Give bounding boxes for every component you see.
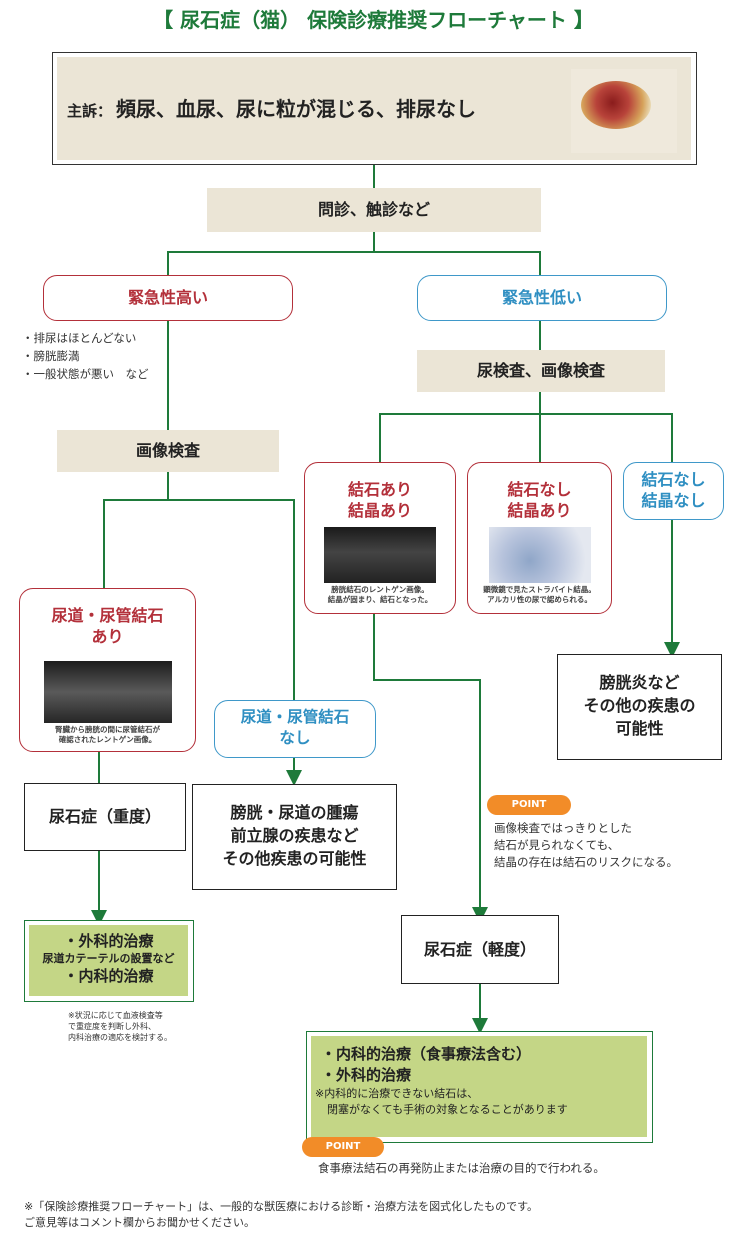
- note-line: ・膀胱膨満: [22, 349, 80, 363]
- page-title: 【 尿石症（猫） 保険診療推奨フローチャート 】: [153, 8, 594, 32]
- connector: [373, 614, 488, 923]
- complaint-text: 頻尿、血尿、尿に粒が混じる、排尿なし: [116, 97, 477, 121]
- mild-treatment-box: ・内科的治療（食事療法含む） ・外科的治療 ※内科的に治療できない結石は、 閉塞…: [306, 1031, 653, 1143]
- connector: [167, 251, 541, 275]
- box-line: 結晶なし: [641, 491, 706, 510]
- box-line: 膀胱・尿道の腫瘍: [230, 803, 359, 822]
- interview-box: 問診、触診など: [207, 188, 541, 232]
- caption-line: 膀胱結石のレントゲン画像。: [331, 585, 429, 594]
- cystitis-box: 膀胱炎など その他の疾患の 可能性: [557, 654, 722, 760]
- severe-note: ※状況に応じて血液検査等 で重症度を判断し外科、 内科治療の適応を検討する。: [68, 1010, 172, 1043]
- footer-line: ※「保険診療推奨フローチャート」は、一般的な獣医療における診断・治療方法を図式化…: [24, 1200, 539, 1213]
- box-line: 前立腺の疾患など: [230, 826, 359, 845]
- box-line: 尿道・尿管結石: [240, 708, 350, 726]
- note-line: ※状況に応じて血液検査等: [68, 1011, 163, 1020]
- point-badge: POINT: [487, 795, 571, 815]
- note-line: 結石が見られなくても、: [494, 838, 620, 852]
- box-line: 結石あり: [347, 480, 412, 499]
- tumor-box: 膀胱・尿道の腫瘍 前立腺の疾患など その他疾患の可能性: [192, 784, 397, 890]
- treatment-line: ・内科的治療: [63, 967, 154, 985]
- nostone-nocrystal-box: 結石なし 結晶なし: [623, 462, 724, 520]
- microscope-image: [488, 527, 591, 583]
- caption-line: アルカリ性の尿で認められる。: [487, 595, 592, 604]
- mild-box: 尿石症（軽度）: [401, 915, 559, 984]
- point1-text: 画像検査ではっきりとした 結石が見られなくても、 結晶の存在は結石のリスクになる…: [494, 820, 678, 871]
- box-line: 結石なし: [641, 470, 706, 489]
- severe-box: 尿石症（重度）: [24, 783, 186, 851]
- urgent-high-notes: ・排尿はほとんどない ・膀胱膨満 ・一般状態が悪い など: [22, 329, 149, 383]
- treatment-line: 尿道カテーテルの設置など: [42, 952, 175, 965]
- caption-line: 腎臓から膀胱の間に尿管結石が: [55, 725, 160, 734]
- urine-imaging-box: 尿検査、画像検査: [417, 350, 665, 392]
- point-badge: POINT: [302, 1137, 384, 1157]
- box-line: 膀胱炎など: [599, 673, 680, 692]
- urgent-high-box: 緊急性高い: [43, 275, 293, 321]
- box-line: なし: [279, 729, 311, 747]
- image-caption: 膀胱結石のレントゲン画像。 結晶が固まり、結石となった。: [305, 585, 455, 605]
- urine-stain-photo: [571, 69, 677, 153]
- point2-text: 食事療法結石の再発防止または治療の目的で行われる。: [318, 1161, 605, 1175]
- note-line: 内科治療の適応を検討する。: [68, 1033, 172, 1042]
- box-line: その他疾患の可能性: [222, 849, 367, 868]
- xray-image: [324, 527, 436, 583]
- xray-image: [43, 661, 172, 723]
- urethral-stone-box: 尿道・尿管結石 あり 腎臓から膀胱の間に尿管結石が 確認されたレントゲン画像。: [19, 588, 196, 752]
- box-line: その他の疾患の: [583, 696, 696, 715]
- caption-line: 確認されたレントゲン画像。: [58, 735, 157, 744]
- note-line: ・排尿はほとんどない: [22, 331, 137, 345]
- footer-note: ※「保険診療推奨フローチャート」は、一般的な獣医療における診断・治療方法を図式化…: [24, 1199, 538, 1231]
- imaging-box: 画像検査: [57, 430, 279, 472]
- caption-line: 顕微鏡で見たストラバイト結晶。: [483, 585, 596, 594]
- severe-treatment-inner: ・外科的治療 尿道カテーテルの設置など ・内科的治療: [29, 925, 188, 996]
- complaint-text-row: 主訴：頻尿、血尿、尿に粒が混じる、排尿なし: [67, 93, 476, 122]
- note-line: 画像検査ではっきりとした: [494, 821, 632, 835]
- note-line: で重症度を判断し外科、: [68, 1022, 156, 1031]
- stain-mark: [581, 81, 651, 129]
- mild-treatment-inner: ・内科的治療（食事療法含む） ・外科的治療 ※内科的に治療できない結石は、 閉塞…: [311, 1036, 647, 1137]
- connector: [103, 499, 302, 786]
- treatment-note: 閉塞がなくても手術の対象となることがあります: [327, 1103, 568, 1116]
- treatment-line: ・外科的治療: [321, 1066, 412, 1084]
- stone-crystal-box: 結石あり 結晶あり 膀胱結石のレントゲン画像。 結晶が固まり、結石となった。: [304, 462, 456, 614]
- urethral-nostone-box: 尿道・尿管結石 なし: [214, 700, 376, 758]
- treatment-line: ・外科的治療: [63, 932, 154, 950]
- complaint-label: 主訴：: [67, 102, 113, 120]
- box-line: 結晶あり: [507, 501, 572, 520]
- image-caption: 腎臓から膀胱の間に尿管結石が 確認されたレントゲン画像。: [20, 725, 195, 745]
- note-line: ・一般状態が悪い など: [22, 367, 149, 381]
- note-line: 結晶の存在は結石のリスクになる。: [494, 855, 678, 869]
- urgent-low-box: 緊急性低い: [417, 275, 667, 321]
- nostone-crystal-box: 結石なし 結晶あり 顕微鏡で見たストラバイト結晶。 アルカリ性の尿で認められる。: [467, 462, 612, 614]
- treatment-note: ※内科的に治療できない結石は、: [315, 1087, 479, 1100]
- complaint-box: 主訴：頻尿、血尿、尿に粒が混じる、排尿なし: [52, 52, 697, 165]
- box-line: 尿道・尿管結石: [51, 606, 164, 625]
- severe-treatment-box: ・外科的治療 尿道カテーテルの設置など ・内科的治療: [24, 920, 194, 1002]
- box-line: 可能性: [615, 719, 664, 738]
- caption-line: 結晶が固まり、結石となった。: [327, 595, 433, 604]
- box-line: 結晶あり: [347, 501, 412, 520]
- box-line: あり: [91, 627, 124, 646]
- image-caption: 顕微鏡で見たストラバイト結晶。 アルカリ性の尿で認められる。: [468, 585, 611, 605]
- footer-line: ご意見等はコメント欄からお聞かせください。: [24, 1216, 255, 1229]
- treatment-line: ・内科的治療（食事療法含む）: [321, 1045, 532, 1063]
- box-line: 結石なし: [507, 480, 572, 499]
- connector: [379, 413, 673, 462]
